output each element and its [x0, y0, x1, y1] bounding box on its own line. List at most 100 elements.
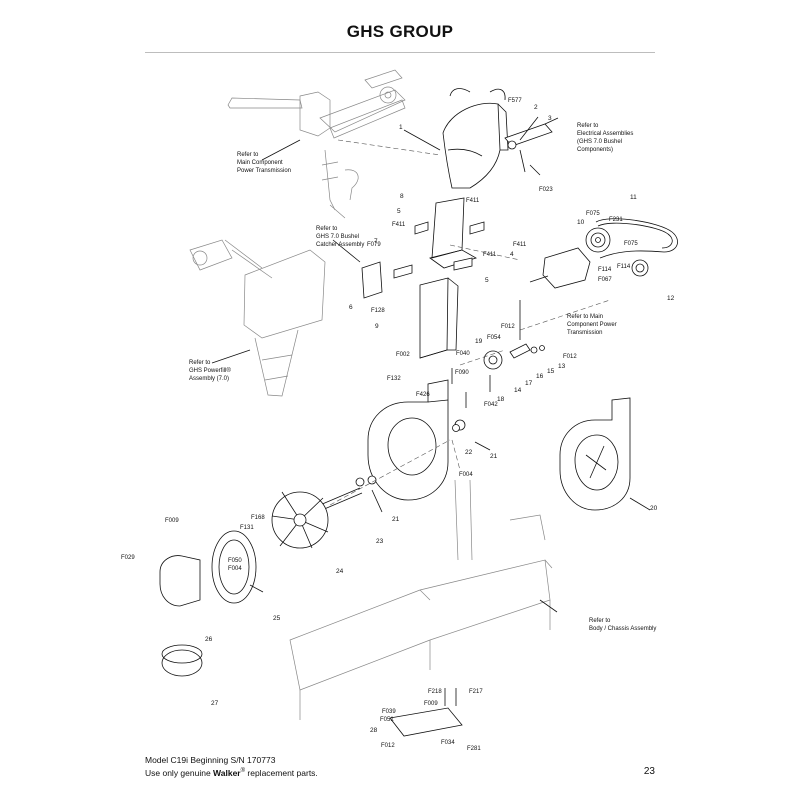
callout-6: 6 — [349, 304, 353, 311]
leader-lines — [211, 116, 651, 613]
registered-mark: ® — [240, 768, 246, 774]
fastener-f411d: F411 — [483, 252, 497, 258]
part-1-deflector-hood — [442, 88, 509, 189]
part-20-housing-assembly — [559, 397, 631, 511]
fastener-f012a: F012 — [501, 324, 515, 330]
fastener-f034: F034 — [441, 740, 455, 746]
reference-power-transmission-drawing — [227, 69, 406, 219]
fastener-f168: F168 — [251, 515, 265, 521]
fastener-f002: F002 — [396, 352, 410, 358]
part-3-actuator — [504, 117, 559, 173]
callout-4: 4 — [510, 251, 514, 258]
fastener-f009b: F009 — [424, 701, 438, 707]
fastener-f042: F042 — [484, 402, 498, 408]
callout-21a: 21 — [490, 453, 498, 460]
fastener-f577: F577 — [508, 98, 522, 104]
callout-17: 17 — [525, 380, 533, 387]
fastener-f114b: F114 — [617, 264, 631, 270]
callout-2: 2 — [534, 104, 538, 111]
callout-5b: 5 — [485, 277, 489, 284]
reference-power-transmission: Refer to Main Component Power Transmissi… — [237, 152, 291, 174]
callout-12: 12 — [667, 295, 675, 302]
callout-21b: 21 — [392, 516, 400, 523]
part-22-fan-housing — [367, 379, 466, 501]
callout-20: 20 — [650, 505, 658, 512]
callout-18: 18 — [497, 396, 505, 403]
reference-electrical: Refer to Electrical Assemblies (GHS 7.0 … — [577, 123, 635, 153]
page-number: 23 — [643, 766, 655, 777]
fastener-f131: F131 — [240, 525, 254, 531]
callout-19: 19 — [475, 338, 483, 345]
callout-labels: 1 2 3 4 5 5 6 7 8 9 10 11 12 13 14 15 16… — [205, 104, 675, 734]
fastener-f218: F218 — [428, 689, 442, 695]
fastener-f067: F067 — [598, 277, 612, 283]
bearing-and-shaft-parts — [319, 424, 460, 511]
callout-10: 10 — [577, 219, 585, 226]
callout-14: 14 — [514, 387, 522, 394]
callout-26: 26 — [205, 636, 213, 643]
part-24-impeller — [271, 491, 329, 549]
callout-27: 27 — [211, 700, 219, 707]
callout-7: 7 — [374, 238, 378, 245]
fastener-f079: F079 — [367, 242, 381, 248]
fastener-f426: F426 — [416, 392, 430, 398]
page-footer: Model C19i Beginning S/N 170773 Use only… — [145, 755, 318, 779]
callout-11: 11 — [630, 194, 637, 201]
chassis-frame-drawing — [289, 479, 553, 737]
genuine-parts-notice: Use only genuine Walker® replacement par… — [145, 767, 318, 778]
fastener-f411b: F411 — [392, 222, 406, 228]
fastener-f217: F217 — [469, 689, 483, 695]
callout-8: 8 — [400, 193, 404, 200]
callout-16: 16 — [536, 373, 544, 380]
model-serial-text: Model C19i Beginning S/N 170773 — [145, 755, 276, 765]
reference-powerfill: Refer to GHS Powerfill® Assembly (7.0) — [189, 360, 232, 382]
fastener-f090: F090 — [455, 370, 469, 376]
reference-catcher-chute-drawing — [189, 239, 326, 397]
fastener-f009a: F009 — [165, 518, 179, 524]
title-divider — [145, 52, 655, 53]
fastener-f039: F039 — [382, 709, 396, 715]
fastener-f128: F128 — [371, 308, 385, 314]
callout-15: 15 — [547, 368, 555, 375]
fastener-f023: F023 — [539, 187, 553, 193]
callout-5a: 5 — [397, 208, 401, 215]
fastener-labels: F577 F023 F075 F231 F075 F114 F114 F067 … — [121, 98, 638, 752]
fastener-f004a: F004 — [459, 472, 473, 478]
fastener-f004b: F004 — [228, 566, 242, 572]
callout-13: 13 — [558, 363, 566, 370]
fastener-f114a: F114 — [598, 267, 612, 273]
fastener-f051: F051 — [380, 717, 394, 723]
belt-and-pulley-parts — [529, 218, 678, 289]
fastener-f411a: F411 — [466, 198, 480, 204]
fastener-f132: F132 — [387, 376, 401, 382]
fastener-f050: F050 — [228, 558, 242, 564]
fastener-f231: F231 — [609, 217, 623, 223]
cover-and-ring-parts — [159, 530, 257, 677]
callout-23: 23 — [376, 538, 384, 545]
callout-1: 1 — [399, 124, 403, 131]
brand-name: Walker — [213, 767, 241, 778]
fastener-f040: F040 — [456, 351, 470, 357]
page-title: GHS GROUP — [346, 22, 454, 41]
shaft-hardware-parts — [451, 343, 545, 408]
bracket-parts — [361, 221, 485, 299]
fastener-f075a: F075 — [586, 211, 600, 217]
part-9-lower-chute — [419, 277, 459, 359]
fastener-f012b: F012 — [563, 354, 577, 360]
fastener-f029: F029 — [121, 555, 135, 561]
callout-22: 22 — [465, 449, 473, 456]
fastener-f012c: F012 — [381, 743, 395, 749]
fastener-f411c: F411 — [513, 242, 527, 248]
callout-3: 3 — [548, 115, 552, 122]
callout-24: 24 — [336, 568, 344, 575]
fastener-f281: F281 — [467, 746, 481, 752]
reference-bushel-catcher: Refer to GHS 7.0 Bushel Catcher Assembly — [316, 226, 364, 248]
callout-9: 9 — [375, 323, 379, 330]
callout-25: 25 — [273, 615, 281, 622]
part-8-upper-chute — [429, 197, 477, 269]
reference-chassis: Refer to Body / Chassis Assembly — [589, 618, 656, 632]
reference-main-power: Refer to Main Component Power Transmissi… — [567, 314, 618, 336]
fastener-f075b: F075 — [624, 241, 638, 247]
fastener-f054: F054 — [487, 335, 501, 341]
